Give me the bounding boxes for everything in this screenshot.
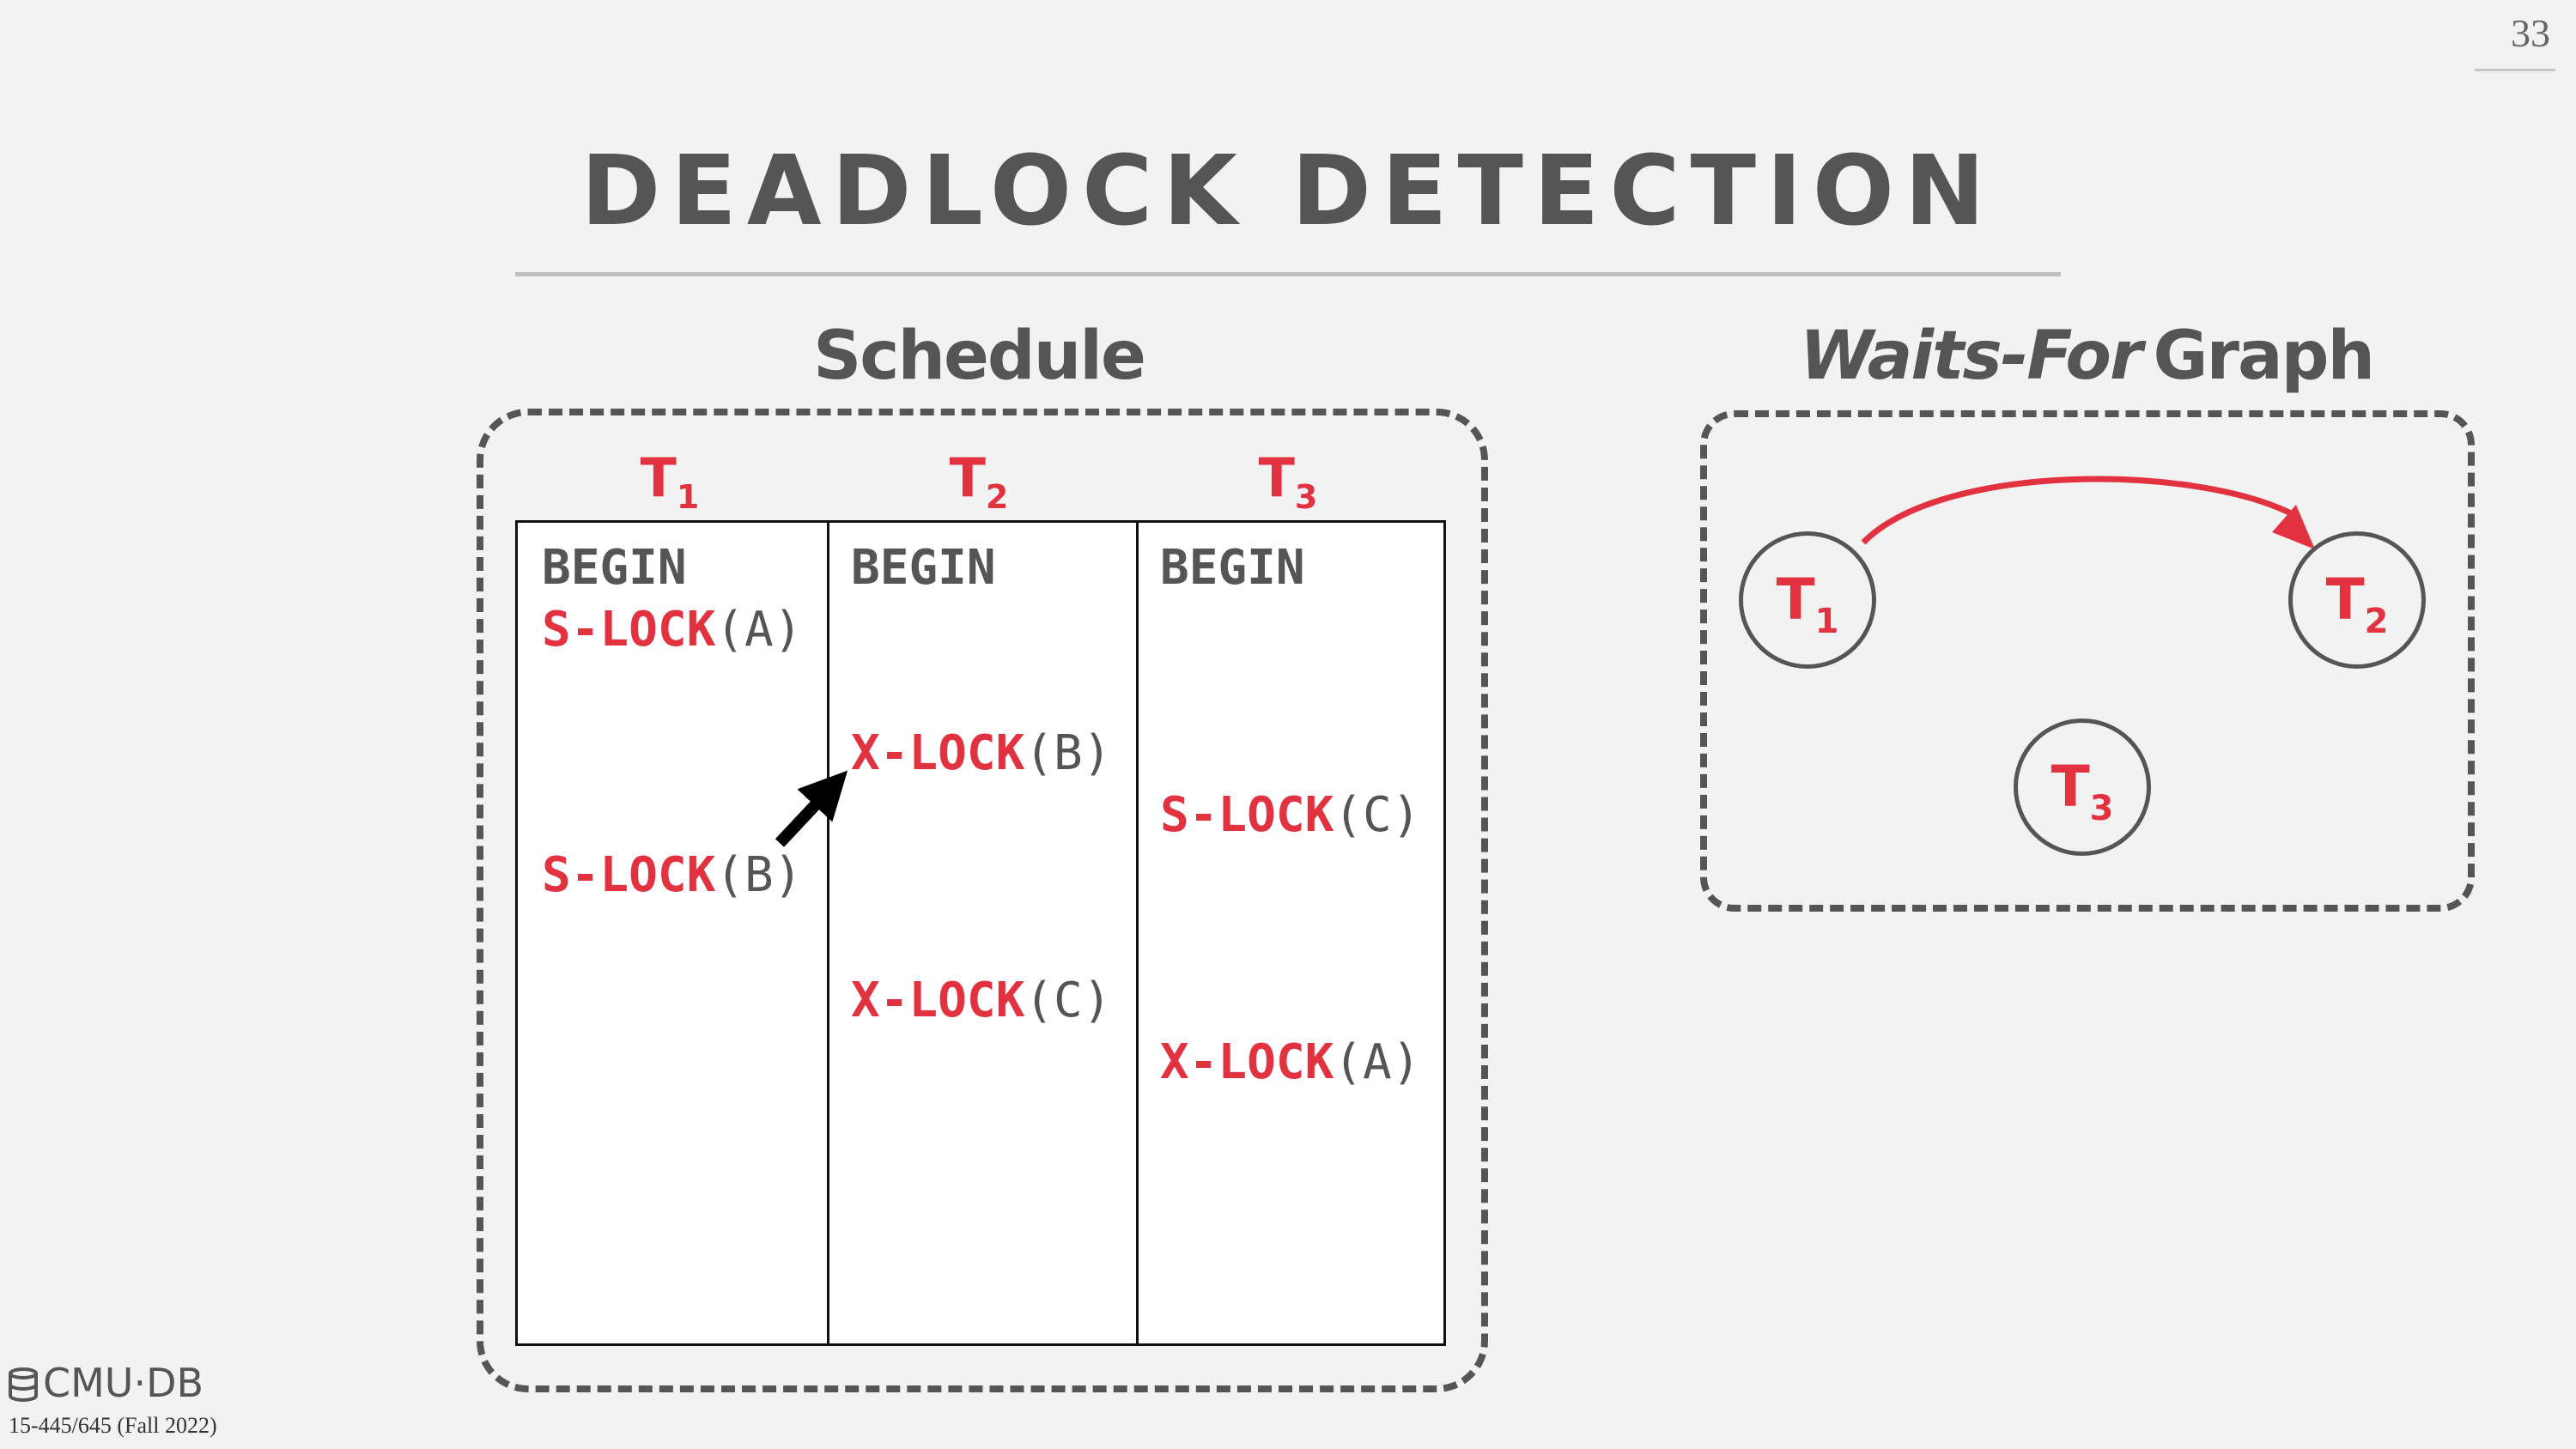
wait-arrow — [775, 770, 848, 847]
schedule-heading: Schedule — [813, 318, 1146, 395]
title-divider — [515, 272, 2061, 276]
graph-word: Graph — [2153, 318, 2374, 395]
waits-for-graph-panel — [1700, 410, 2475, 912]
op-s-lock-b: S-LOCK(B) — [542, 847, 803, 903]
op-s-lock-a: S-LOCK(A) — [542, 602, 803, 658]
op-begin: BEGIN — [542, 540, 687, 596]
schedule-column-t3: BEGIN S-LOCK(C) X-LOCK(A) — [1136, 523, 1443, 1343]
waits-for-italic: Waits-For — [1800, 318, 2142, 395]
op-x-lock-a: X-LOCK(A) — [1160, 1034, 1421, 1090]
graph-node-t2: T2 — [2288, 531, 2426, 669]
schedule-column-t2: BEGIN X-LOCK(B) X-LOCK(C) — [827, 523, 1139, 1343]
database-icon — [9, 1367, 38, 1402]
edge-t1-t2 — [1861, 476, 2293, 545]
page-number: 33 — [2511, 11, 2550, 55]
op-x-lock-b: X-LOCK(B) — [851, 725, 1112, 781]
op-x-lock-c: X-LOCK(C) — [851, 973, 1112, 1028]
op-s-lock-c: S-LOCK(C) — [1160, 787, 1421, 843]
graph-node-t1: T1 — [1739, 531, 1876, 669]
column-header-t3: T3 — [1258, 446, 1318, 516]
schedule-panel — [477, 409, 1488, 1392]
edge-t1-t2-head — [2272, 505, 2315, 549]
column-header-t2: T2 — [949, 446, 1009, 516]
column-header-t1: T1 — [640, 446, 700, 516]
op-begin: BEGIN — [851, 540, 996, 596]
slide-title: DEADLOCK DETECTION — [580, 136, 1996, 247]
logo-text: CMU·DB — [43, 1360, 204, 1406]
schedule-column-t1: BEGIN S-LOCK(A) S-LOCK(B) — [518, 523, 829, 1343]
page-number-rule — [2475, 69, 2555, 71]
op-begin: BEGIN — [1160, 540, 1305, 596]
cmu-db-logo: CMU·DB — [9, 1360, 204, 1406]
graph-node-t3: T3 — [2014, 718, 2151, 856]
schedule-table: BEGIN S-LOCK(A) S-LOCK(B) BEGIN X-LOCK(B… — [515, 520, 1446, 1346]
course-label: 15-445/645 (Fall 2022) — [9, 1413, 217, 1438]
